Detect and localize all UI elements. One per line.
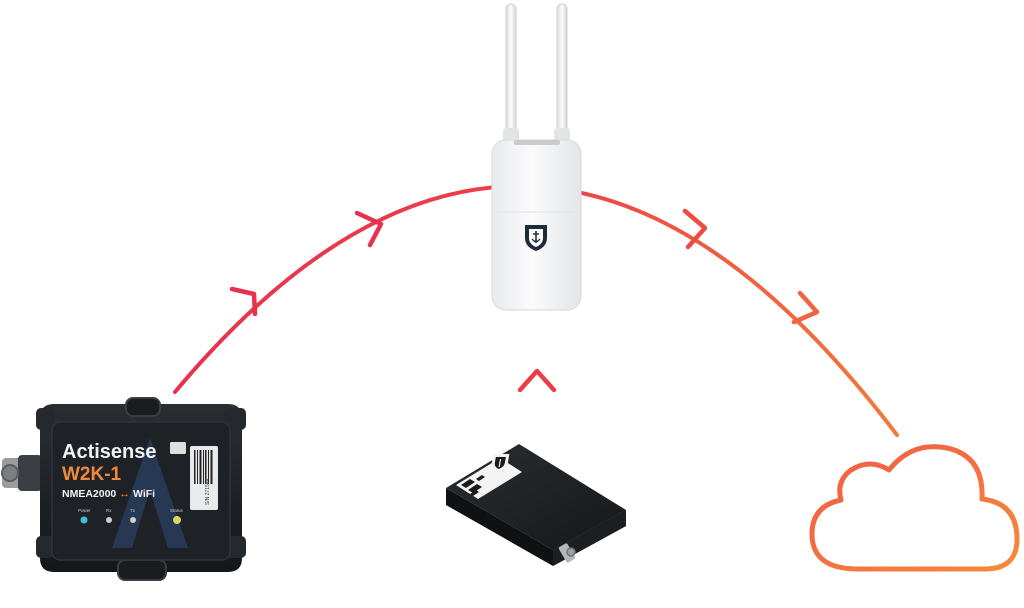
wifi-router — [491, 3, 582, 311]
led-status-indicator — [173, 516, 181, 524]
chevron-arrow-icon — [682, 208, 708, 250]
antenna-right — [556, 3, 568, 145]
shield-anchor-icon — [525, 225, 547, 251]
antenna-connector — [558, 543, 576, 563]
uplink-arrow — [517, 327, 557, 435]
chevron-arrow-icon — [229, 286, 258, 317]
led-rx-label: Rx — [106, 508, 112, 513]
gateway-brand: Actisense — [62, 441, 157, 463]
gateway-model: W2K-1 — [62, 464, 122, 485]
led-tx-label: Tx — [130, 508, 136, 513]
shield-anchor-icon — [491, 454, 510, 473]
serial-sticker: S/N 271544 — [190, 446, 218, 510]
antenna-left — [505, 3, 517, 145]
flow-chevrons — [229, 208, 820, 325]
led-power: Power — [78, 508, 91, 524]
gateway-leds: Power Rx Tx Status — [78, 508, 184, 524]
chevron-up-icon — [517, 368, 557, 393]
barcode — [194, 450, 213, 484]
led-status: Status — [170, 508, 184, 524]
led-tx-indicator — [130, 517, 136, 523]
actisense-gateway: Actisense W2K-1 NMEA2000 ↔ WiFi Power Rx… — [1, 397, 246, 581]
led-power-indicator — [80, 516, 88, 524]
chevron-arrow-icon — [354, 210, 384, 248]
led-status-label: Status — [170, 508, 184, 513]
chevron-arrow-icon — [791, 290, 820, 325]
led-rx-indicator — [106, 517, 112, 523]
gateway-subtitle-left: NMEA2000 — [62, 488, 116, 500]
serial-number: S/N 271544 — [205, 478, 211, 505]
led-power-label: Power — [78, 508, 91, 513]
cellular-modem — [446, 444, 626, 566]
gateway-subtitle-arrow: ↔ — [119, 488, 130, 500]
gateway-subtitle-right: WiFi — [133, 488, 155, 500]
qr-code — [461, 475, 485, 496]
led-tx: Tx — [130, 508, 136, 523]
cloud-icon — [809, 444, 1020, 572]
led-rx: Rx — [106, 508, 112, 523]
